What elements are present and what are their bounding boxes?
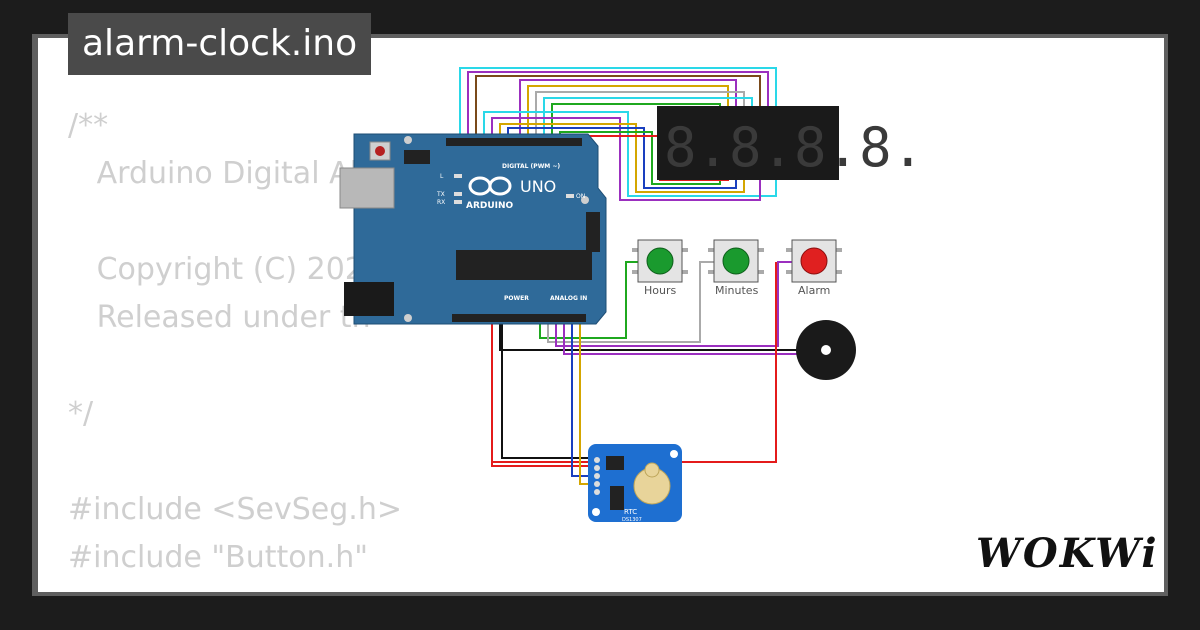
code-line: Released under th [68,300,371,335]
button-hours[interactable]: Hours [632,239,688,297]
tx-label: TX [436,191,445,198]
button-alarm-label: Alarm [798,284,830,297]
button-minutes-cap[interactable] [722,247,750,275]
code-line: /** [68,108,109,143]
power-label: POWER [504,295,529,302]
code-line: #include <SevSeg.h> [68,492,402,527]
atmega-chip [456,250,592,280]
button-minutes-label: Minutes [715,284,759,297]
usb-port [339,167,395,209]
board-maker: ARDUINO [466,201,514,211]
arduino-logo-icon [468,176,512,196]
seven-segment-display[interactable]: 8.8.8.8. [657,106,924,180]
file-title-tab[interactable]: alarm-clock.ino [68,13,372,75]
analog-label: ANALOG IN [550,295,587,302]
code-preview: /** Arduino Digital Al Copyright (C) 202… [68,102,425,592]
button-hours-cap[interactable] [646,247,674,275]
board-name: UNO [520,177,556,196]
reset-button[interactable] [375,146,385,156]
rx-label: RX [437,199,445,206]
power-jack [344,282,394,316]
digital-header [446,138,582,146]
button-alarm-cap[interactable] [800,247,828,275]
button-alarm[interactable]: Alarm [786,239,842,297]
arduino-uno-board[interactable]: UNO ARDUINO DIGITAL (PWM ~) POWER ANALOG… [339,133,607,325]
analog-header [452,314,586,322]
wokwi-logo: WOKWi [976,530,1159,577]
l-label: L [440,173,444,180]
button-hours-label: Hours [644,284,676,297]
on-label: ON [576,193,585,200]
rtc-chip-label: DS1307 [622,517,642,523]
digital-label: DIGITAL (PWM ~) [502,163,560,170]
rtc-module[interactable]: RTC DS1307 [588,444,682,523]
button-minutes[interactable]: Minutes [708,239,764,297]
rtc-label: RTC [624,508,637,516]
buzzer-icon[interactable] [796,320,856,380]
display-digits: 8.8.8.8. [664,116,924,179]
code-line: #include "AlarmTone.h" [68,582,425,592]
code-line: #include "Button.h" [68,540,368,575]
code-line: */ [68,396,94,431]
